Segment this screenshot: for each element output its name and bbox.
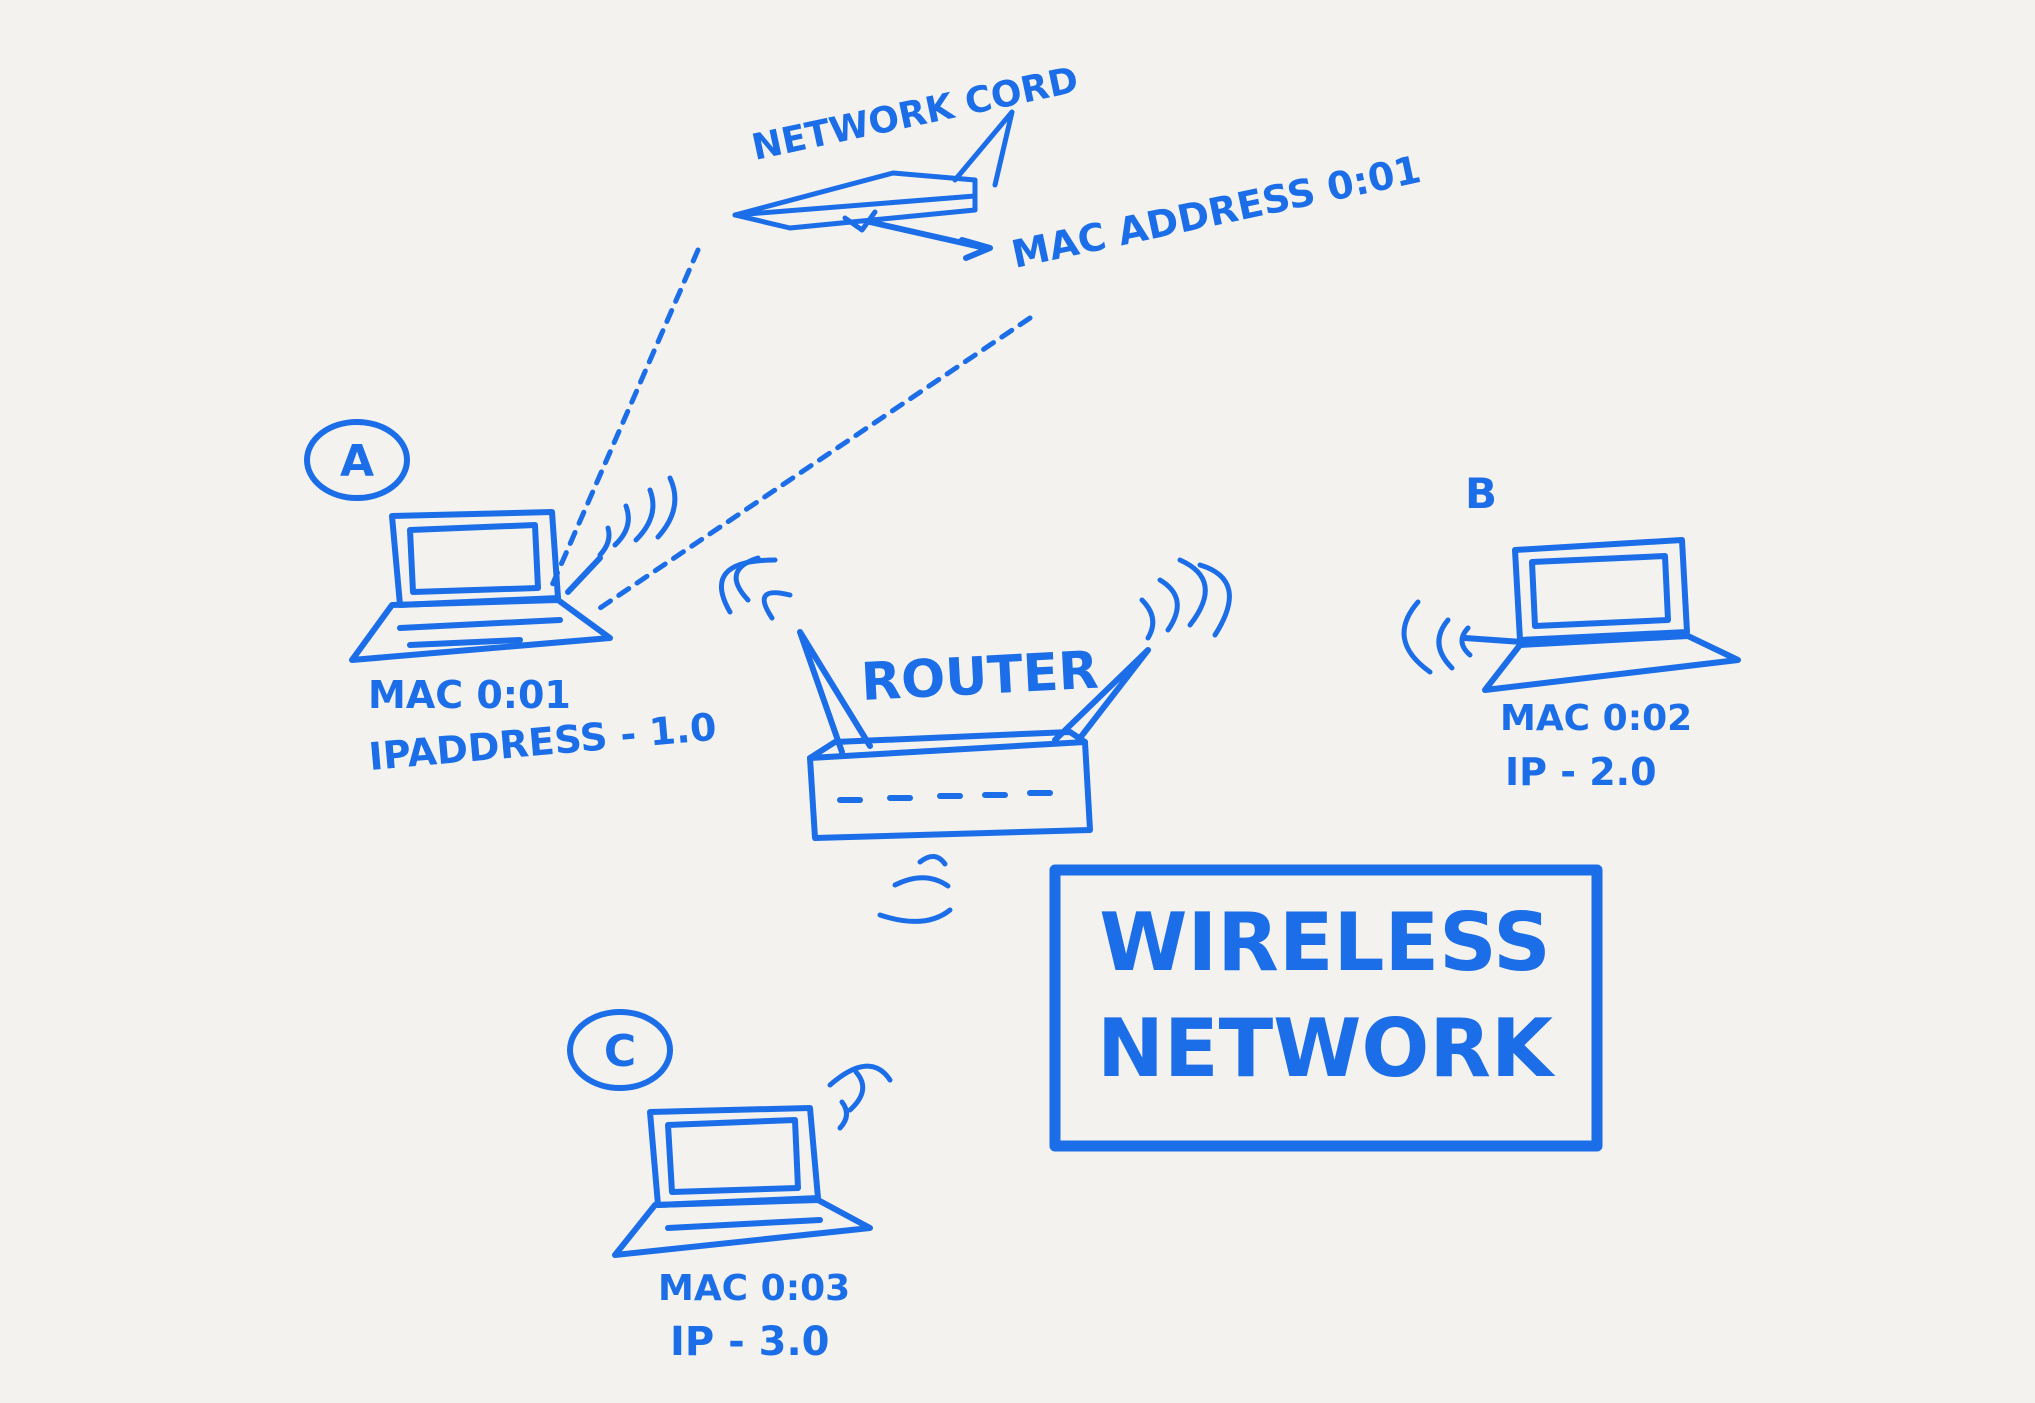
- card-connector-lines: [547, 247, 1033, 611]
- wifi-signal-icon-c: [827, 1063, 893, 1131]
- laptop-icon-a: [304, 419, 613, 663]
- laptop-a-mac: MAC 0:01: [368, 673, 571, 717]
- router-label: ROUTER: [860, 641, 1100, 713]
- mac-address-label: MAC ADDRESS 0:01: [1008, 147, 1425, 277]
- laptop-icon-c: [567, 1009, 873, 1258]
- wifi-signal-icon-router-bottom: [877, 854, 953, 924]
- box-title-line2: NETWORK: [1097, 1002, 1556, 1095]
- laptop-icon-b: [1462, 537, 1741, 693]
- network-card-icon: [732, 109, 1015, 233]
- laptop-b-ip: IP - 2.0: [1505, 750, 1657, 794]
- laptop-a-id: A: [340, 436, 374, 487]
- wifi-signal-icon-a: [597, 475, 678, 558]
- laptop-c-mac: MAC 0:03: [658, 1268, 850, 1309]
- laptop-b-mac: MAC 0:02: [1500, 698, 1692, 739]
- laptop-b-id: B: [1465, 469, 1497, 518]
- network-card-label: NETWORK CORD: [748, 60, 1082, 169]
- mac-pointer-arrow: [867, 219, 993, 261]
- laptop-c-ip: IP - 3.0: [670, 1319, 830, 1365]
- wifi-signal-icon-router-left: [718, 555, 793, 621]
- wireless-network-box: [1049, 864, 1603, 1152]
- wifi-signal-icon-b: [1401, 599, 1473, 675]
- router-icon: [797, 629, 1151, 841]
- box-title-line1: WIRELESS: [1099, 896, 1551, 989]
- wifi-signal-icon-router-right: [1139, 557, 1232, 641]
- laptop-c-id: C: [604, 1026, 636, 1077]
